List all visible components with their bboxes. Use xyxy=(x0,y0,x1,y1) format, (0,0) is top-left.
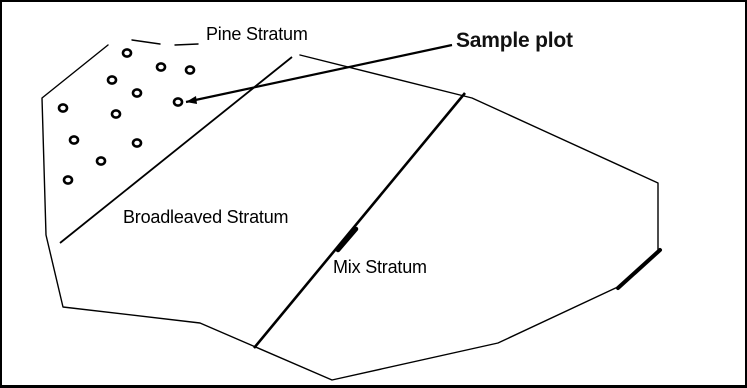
sample-plot-arrowhead xyxy=(186,96,197,104)
sample-plot-circle xyxy=(131,88,143,98)
boundary-left-west xyxy=(41,44,623,381)
pine-stratum-label: Pine Stratum xyxy=(206,24,308,44)
boundary-east xyxy=(299,54,659,251)
sample-plot-circle xyxy=(131,138,143,148)
broadleaved-mix-divider xyxy=(252,92,467,349)
sample-plot-circle xyxy=(62,175,74,185)
sample-plot-circle xyxy=(110,109,122,119)
sample-plot-circle xyxy=(172,97,184,107)
sample-plots xyxy=(57,48,196,185)
sample-plot-circle xyxy=(57,103,69,113)
sample-plot-circle xyxy=(106,75,118,85)
boundary-thick-segment xyxy=(616,248,662,290)
boundary-top-pine xyxy=(131,39,161,45)
sample-plot-circle xyxy=(68,135,80,145)
broadleaved-stratum-label: Broadleaved Stratum xyxy=(123,207,289,227)
mix-stratum-label: Mix Stratum xyxy=(333,257,427,277)
sample-plot-circle xyxy=(184,65,196,75)
mix-divider-thick-segment xyxy=(335,226,359,253)
sample-plot-leader xyxy=(185,43,453,104)
sample-plot-label: Sample plot xyxy=(456,29,573,52)
sample-plot-circle xyxy=(121,48,133,58)
boundary-top-pine-2 xyxy=(174,43,199,46)
sample-plot-circle xyxy=(155,62,167,72)
forest-boundary xyxy=(41,39,659,381)
sample-plot-circle xyxy=(95,156,107,166)
